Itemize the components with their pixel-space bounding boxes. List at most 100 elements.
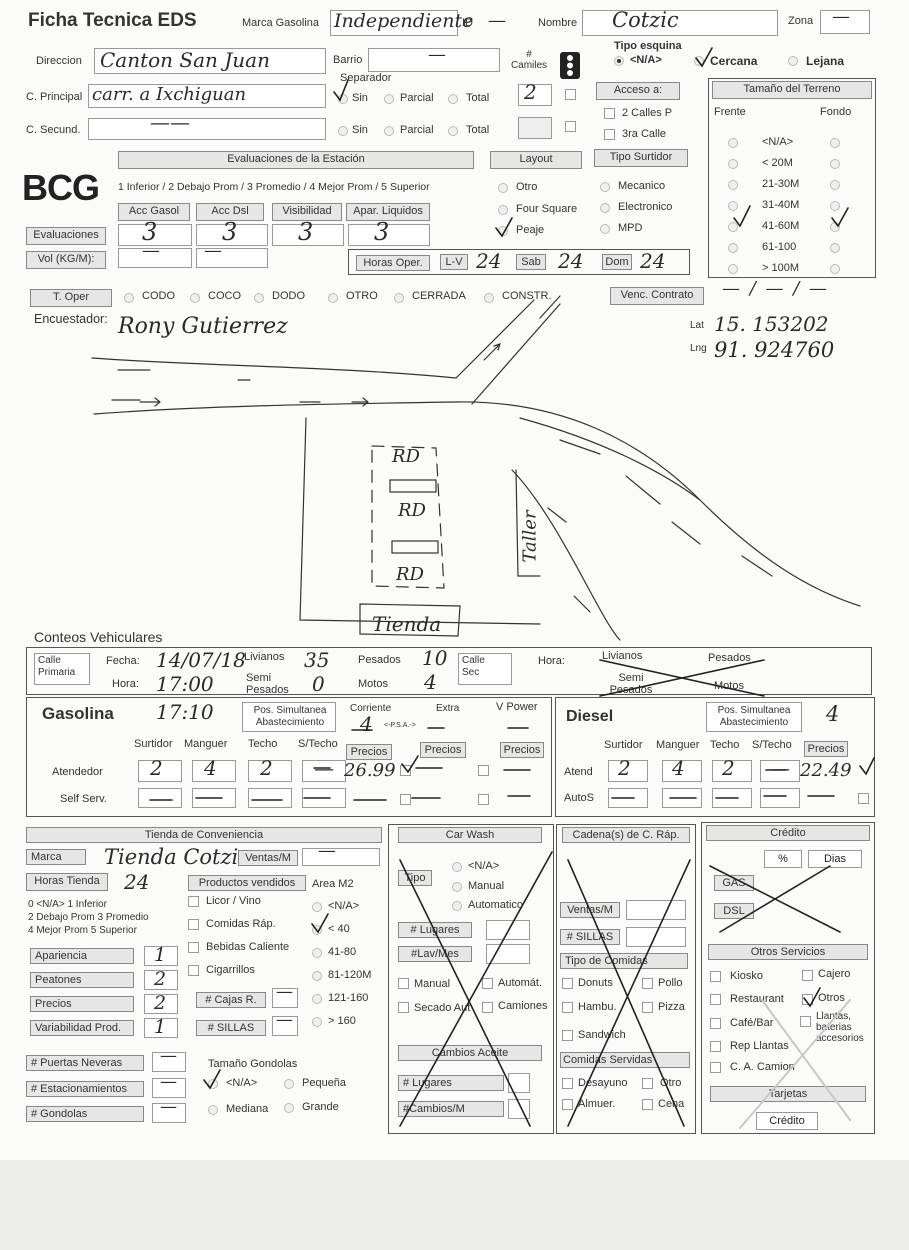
gas-self-field-1[interactable]	[192, 788, 236, 808]
llantas-checkbox[interactable]	[800, 1016, 811, 1027]
terreno-fondo-radio-4[interactable]	[830, 222, 840, 232]
surtidor-mpd-radio[interactable]	[600, 224, 610, 234]
carwash-lav-field[interactable]	[486, 944, 530, 964]
cw-automat-checkbox[interactable]	[482, 978, 493, 989]
credito-pct-field[interactable]: %	[764, 850, 802, 868]
marca-gasolina-field[interactable]	[330, 10, 458, 36]
gas-precio-checkbox-0[interactable]	[400, 765, 411, 776]
t-oper-radio-4[interactable]	[394, 293, 404, 303]
gondola-pequena-radio[interactable]	[284, 1079, 294, 1089]
gas-self-field-2[interactable]	[248, 788, 292, 808]
otros-checkbox[interactable]	[802, 994, 813, 1005]
cadena-sillas-field[interactable]	[626, 927, 686, 947]
dsl-atend-field-2[interactable]	[712, 760, 752, 782]
tarjeta-credito-field[interactable]: Crédito	[756, 1112, 818, 1130]
producto-checkbox-2[interactable]	[188, 942, 199, 953]
restaurant-checkbox[interactable]	[710, 994, 721, 1005]
gondola-grande-radio[interactable]	[284, 1103, 294, 1113]
cambios-lugares-field[interactable]	[508, 1073, 530, 1093]
cajero-checkbox[interactable]	[802, 970, 813, 981]
area-radio-1[interactable]	[312, 925, 322, 935]
tienda-sillas-field[interactable]	[272, 1016, 298, 1036]
principal-total-radio[interactable]	[448, 94, 458, 104]
terreno-frente-radio-0[interactable]	[728, 138, 738, 148]
dsl-atend-field-0[interactable]	[608, 760, 648, 782]
eval-acc-gasol-field[interactable]	[118, 224, 192, 246]
eval-acc-dsl-field[interactable]	[196, 224, 268, 246]
layout-foursquare-radio[interactable]	[498, 205, 508, 215]
eval-visibilidad-field[interactable]	[272, 224, 344, 246]
direccion-field[interactable]	[94, 48, 326, 74]
dsl-autos-field-3[interactable]	[760, 788, 800, 808]
almuer-checkbox[interactable]	[562, 1099, 573, 1110]
esquina-cercana-radio[interactable]	[694, 56, 704, 66]
estacionamientos-field[interactable]	[152, 1078, 186, 1098]
terreno-frente-radio-4[interactable]	[728, 222, 738, 232]
gas-self-checkbox-0[interactable]	[400, 794, 411, 805]
secund-total-radio[interactable]	[448, 126, 458, 136]
ca-camion-checkbox[interactable]	[710, 1062, 721, 1073]
sandwich-checkbox[interactable]	[562, 1030, 573, 1041]
cena-checkbox[interactable]	[642, 1099, 653, 1110]
camiles-field[interactable]	[518, 84, 552, 106]
producto-checkbox-0[interactable]	[188, 896, 199, 907]
terreno-frente-radio-1[interactable]	[728, 159, 738, 169]
cw-camiones-checkbox[interactable]	[482, 1002, 493, 1013]
terreno-frente-radio-5[interactable]	[728, 243, 738, 253]
rating-field-2[interactable]	[144, 994, 178, 1014]
t-oper-radio-1[interactable]	[190, 293, 200, 303]
cw-secado-checkbox[interactable]	[398, 1002, 409, 1013]
dsl-autos-checkbox[interactable]	[858, 793, 869, 804]
vol-gas-field[interactable]	[118, 248, 192, 268]
t-oper-radio-0[interactable]	[124, 293, 134, 303]
secund-sin-radio[interactable]	[338, 126, 348, 136]
vol-dsl-field[interactable]	[196, 248, 268, 268]
puertas-field[interactable]	[152, 1052, 186, 1072]
credito-dias-field[interactable]: Dias	[808, 850, 862, 868]
gas-atendedor-field-3[interactable]	[302, 760, 346, 782]
producto-checkbox-1[interactable]	[188, 919, 199, 930]
dsl-autos-field-2[interactable]	[712, 788, 752, 808]
donuts-checkbox[interactable]	[562, 978, 573, 989]
t-oper-radio-3[interactable]	[328, 293, 338, 303]
otro-comida-checkbox[interactable]	[642, 1078, 653, 1089]
pizza-checkbox[interactable]	[642, 1002, 653, 1013]
rating-field-0[interactable]	[144, 946, 178, 966]
terreno-fondo-radio-3[interactable]	[830, 201, 840, 211]
carwash-manual-radio[interactable]	[452, 882, 462, 892]
camiles-secund-field[interactable]	[518, 117, 552, 139]
cw-manual-checkbox[interactable]	[398, 978, 409, 989]
eval-apar-liquidos-field[interactable]	[348, 224, 430, 246]
gas-atendedor-field-2[interactable]	[248, 760, 292, 782]
kiosko-checkbox[interactable]	[710, 971, 721, 982]
nombre-field[interactable]	[582, 10, 778, 36]
gas-precio-checkbox-1[interactable]	[478, 765, 489, 776]
gondolas-field[interactable]	[152, 1103, 186, 1123]
area-radio-2[interactable]	[312, 948, 322, 958]
terreno-fondo-radio-6[interactable]	[830, 264, 840, 274]
t-oper-radio-2[interactable]	[254, 293, 264, 303]
cafe-bar-checkbox[interactable]	[710, 1018, 721, 1029]
layout-otro-radio[interactable]	[498, 183, 508, 193]
zona-field[interactable]	[820, 10, 870, 34]
surtidor-mecanico-radio[interactable]	[600, 182, 610, 192]
terreno-fondo-radio-5[interactable]	[830, 243, 840, 253]
dsl-autos-field-1[interactable]	[662, 788, 702, 808]
acceso-3ra-checkbox[interactable]	[604, 129, 615, 140]
layout-peaje-radio[interactable]	[498, 226, 508, 236]
esquina-na-radio[interactable]	[614, 56, 624, 66]
gas-self-field-3[interactable]	[302, 788, 346, 808]
gas-self-field-0[interactable]	[138, 788, 182, 808]
gondola-na-radio[interactable]	[208, 1079, 218, 1089]
rating-field-1[interactable]	[144, 970, 178, 990]
carwash-na-radio[interactable]	[452, 862, 462, 872]
area-radio-3[interactable]	[312, 971, 322, 981]
area-radio-4[interactable]	[312, 994, 322, 1004]
gas-atendedor-field-1[interactable]	[192, 760, 236, 782]
acceso-2calles-checkbox[interactable]	[604, 108, 615, 119]
dsl-atend-field-1[interactable]	[662, 760, 702, 782]
terreno-fondo-radio-0[interactable]	[830, 138, 840, 148]
terreno-frente-radio-3[interactable]	[728, 201, 738, 211]
area-radio-0[interactable]	[312, 902, 322, 912]
cadena-ventas-field[interactable]	[626, 900, 686, 920]
